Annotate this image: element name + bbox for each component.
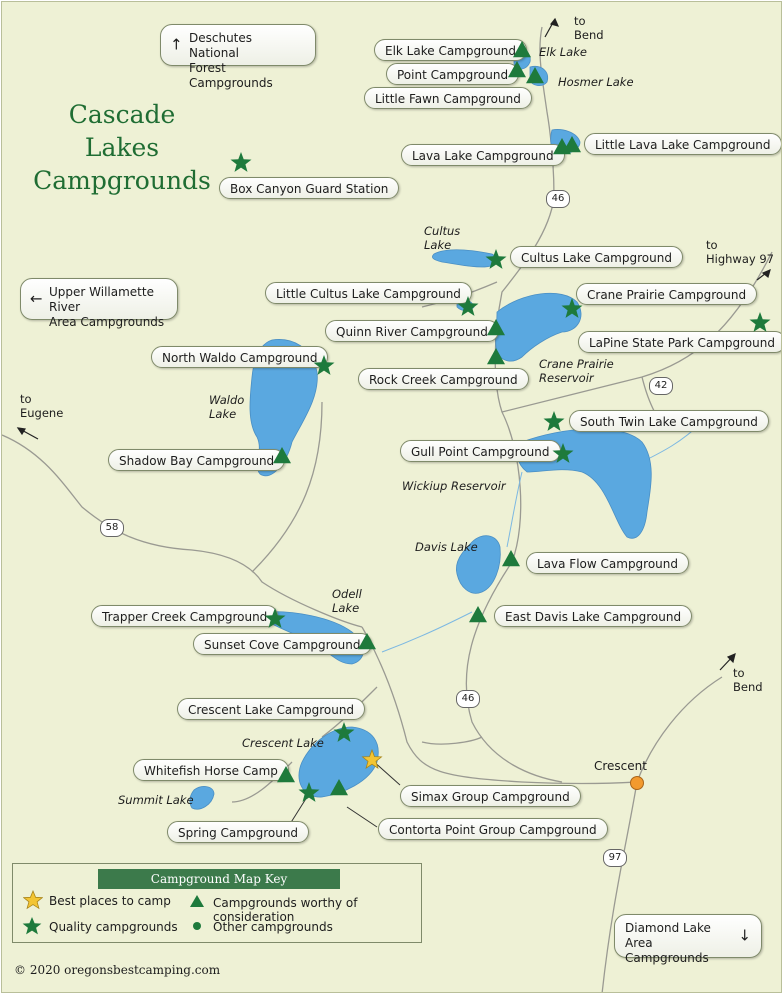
willamette-line-2: Area Campgrounds	[49, 315, 165, 329]
lake-label-wickiup: Wickiup Reservoir	[402, 479, 506, 493]
arrow-down-icon: ↓	[738, 926, 751, 945]
arrow-up-icon: ↑	[170, 35, 183, 54]
highway-97-shield: 97	[603, 849, 627, 867]
to-bend-top-line-1: to	[574, 14, 586, 28]
copyright: © 2020 oregonsbestcamping.com	[14, 963, 220, 977]
map-title-line-1: Cascade Lakes	[68, 100, 176, 162]
copyright-icon: ©	[14, 963, 26, 977]
campground-trapper-creek[interactable]: Trapper Creek Campground	[91, 605, 279, 627]
campground-point[interactable]: Point Campground	[386, 63, 520, 85]
campground-quinn-river[interactable]: Quinn River Campground	[325, 320, 499, 342]
campground-lava-flow[interactable]: Lava Flow Campground	[526, 552, 690, 574]
map-title: Cascade Lakes Campgrounds	[32, 98, 212, 197]
campground-elk-lake[interactable]: Elk Lake Campground	[374, 39, 527, 61]
campground-whitefish-horse-camp[interactable]: Whitefish Horse Camp	[133, 759, 289, 781]
copyright-text: 2020 oregonsbestcamping.com	[29, 963, 221, 977]
campground-contorta-point-group[interactable]: Contorta Point Group Campground	[378, 818, 608, 840]
campground-box-canyon-guard-station[interactable]: Box Canyon Guard Station	[219, 177, 400, 199]
to-bend-bottom-line-1: to	[733, 666, 745, 680]
to-bend-bottom-label: to Bend	[733, 666, 763, 694]
campground-cultus-lake[interactable]: Cultus Lake Campground	[510, 246, 683, 268]
town-crescent-label: Crescent	[594, 759, 647, 773]
map-title-line-2: Campgrounds	[33, 166, 211, 195]
lake-label-crane-prairie: Crane Prairie Reservoir	[539, 357, 614, 385]
to-eugene-line-1: to	[20, 392, 32, 406]
to-hwy97-line-1: to	[706, 238, 718, 252]
consideration-triangle-icon	[190, 895, 204, 907]
lake-label-cultus: Cultus Lake	[424, 224, 461, 252]
campground-south-twin-lake[interactable]: South Twin Lake Campground	[569, 410, 769, 432]
diamond-lake-campgrounds-link[interactable]: ↓ Diamond Lake Area Campgrounds	[614, 914, 762, 965]
quality-star-icon	[22, 917, 42, 935]
lake-label-hosmer: Hosmer Lake	[558, 75, 634, 89]
campground-little-lava-lake[interactable]: Little Lava Lake Campground	[584, 133, 781, 155]
to-eugene-label: to Eugene	[20, 392, 63, 420]
lake-label-crescent: Crescent Lake	[242, 736, 324, 750]
arrow-left-icon: ←	[30, 289, 43, 308]
campground-crane-prairie[interactable]: Crane Prairie Campground	[576, 283, 758, 305]
upper-willamette-campgrounds-link[interactable]: ← Upper Willamette River Area Campground…	[20, 278, 178, 329]
lake-label-elk: Elk Lake	[539, 45, 587, 59]
highway-46-shield: 46	[546, 190, 570, 208]
lake-label-summit: Summit Lake	[118, 793, 194, 807]
lake-label-davis: Davis Lake	[415, 540, 478, 554]
map-key: Campground Map Key Best places to camp C…	[12, 863, 422, 943]
campground-lapine-state-park[interactable]: LaPine State Park Campground	[578, 331, 781, 353]
other-campground-dot-icon	[193, 922, 201, 930]
highway-58-shield: 58	[100, 519, 124, 537]
to-hwy97-line-2: Highway 97	[706, 252, 774, 266]
campground-crescent-lake[interactable]: Crescent Lake Campground	[177, 698, 366, 720]
deschutes-line-2: Forest Campgrounds	[189, 61, 273, 90]
campground-spring[interactable]: Spring Campground	[167, 821, 310, 843]
campground-gull-point[interactable]: Gull Point Campground	[400, 440, 561, 462]
to-bend-bottom-line-2: Bend	[733, 680, 763, 694]
deschutes-campgrounds-link[interactable]: ↑ Deschutes National Forest Campgrounds	[160, 24, 316, 90]
campground-sunset-cove[interactable]: Sunset Cove Campground	[193, 633, 372, 655]
highway-46-shield-south: 46	[456, 690, 480, 708]
to-bend-top-label: to Bend	[574, 14, 604, 42]
town-marker-icon[interactable]	[629, 775, 645, 791]
to-eugene-line-2: Eugene	[20, 406, 64, 420]
campground-lava-lake[interactable]: Lava Lake Campground	[401, 144, 565, 166]
campground-north-waldo[interactable]: North Waldo Campground	[151, 346, 329, 368]
diamond-line-2: Area Campgrounds	[625, 936, 709, 965]
diamond-line-1: Diamond Lake	[625, 921, 711, 935]
best-place-star-icon	[23, 890, 43, 910]
campground-east-davis-lake[interactable]: East Davis Lake Campground	[494, 605, 693, 627]
key-worthy-of-consideration: Campgrounds worthy of consideration	[213, 896, 358, 924]
campground-little-fawn[interactable]: Little Fawn Campground	[364, 87, 532, 109]
campground-shadow-bay[interactable]: Shadow Bay Campground	[108, 449, 286, 471]
direction-arrows	[16, 17, 771, 671]
key-best-places: Best places to camp	[49, 894, 171, 908]
key-other-campgrounds: Other campgrounds	[213, 920, 333, 934]
highway-42-shield: 42	[649, 377, 673, 395]
willamette-line-1: Upper Willamette River	[49, 285, 154, 314]
deschutes-line-1: Deschutes National	[189, 31, 253, 60]
campground-rock-creek[interactable]: Rock Creek Campground	[358, 368, 529, 390]
lake-label-odell: Odell Lake	[332, 587, 362, 615]
lake-label-waldo: Waldo Lake	[209, 393, 245, 421]
to-highway-97-label: to Highway 97	[706, 238, 774, 266]
map-key-title: Campground Map Key	[98, 869, 340, 889]
key-quality-campgrounds: Quality campgrounds	[49, 920, 178, 934]
to-bend-top-line-2: Bend	[574, 28, 604, 42]
campground-little-cultus-lake[interactable]: Little Cultus Lake Campground	[265, 282, 472, 304]
campground-simax-group[interactable]: Simax Group Campground	[400, 785, 581, 807]
